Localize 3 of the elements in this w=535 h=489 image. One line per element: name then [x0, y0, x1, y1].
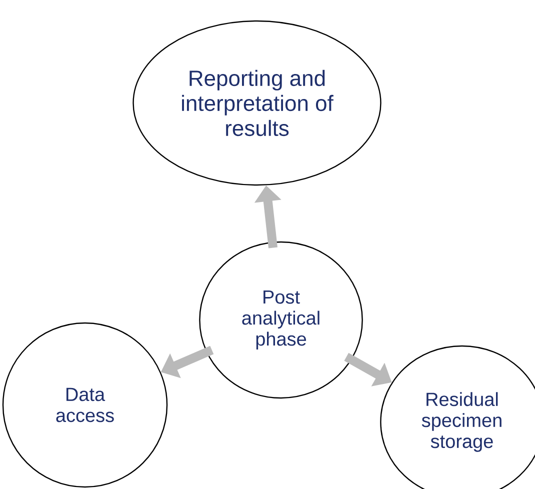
circle-node: Data access [2, 322, 168, 488]
ellipse-node: Reporting and interpretation of results [132, 20, 382, 186]
circle-node: Post analytical phase [199, 241, 363, 399]
